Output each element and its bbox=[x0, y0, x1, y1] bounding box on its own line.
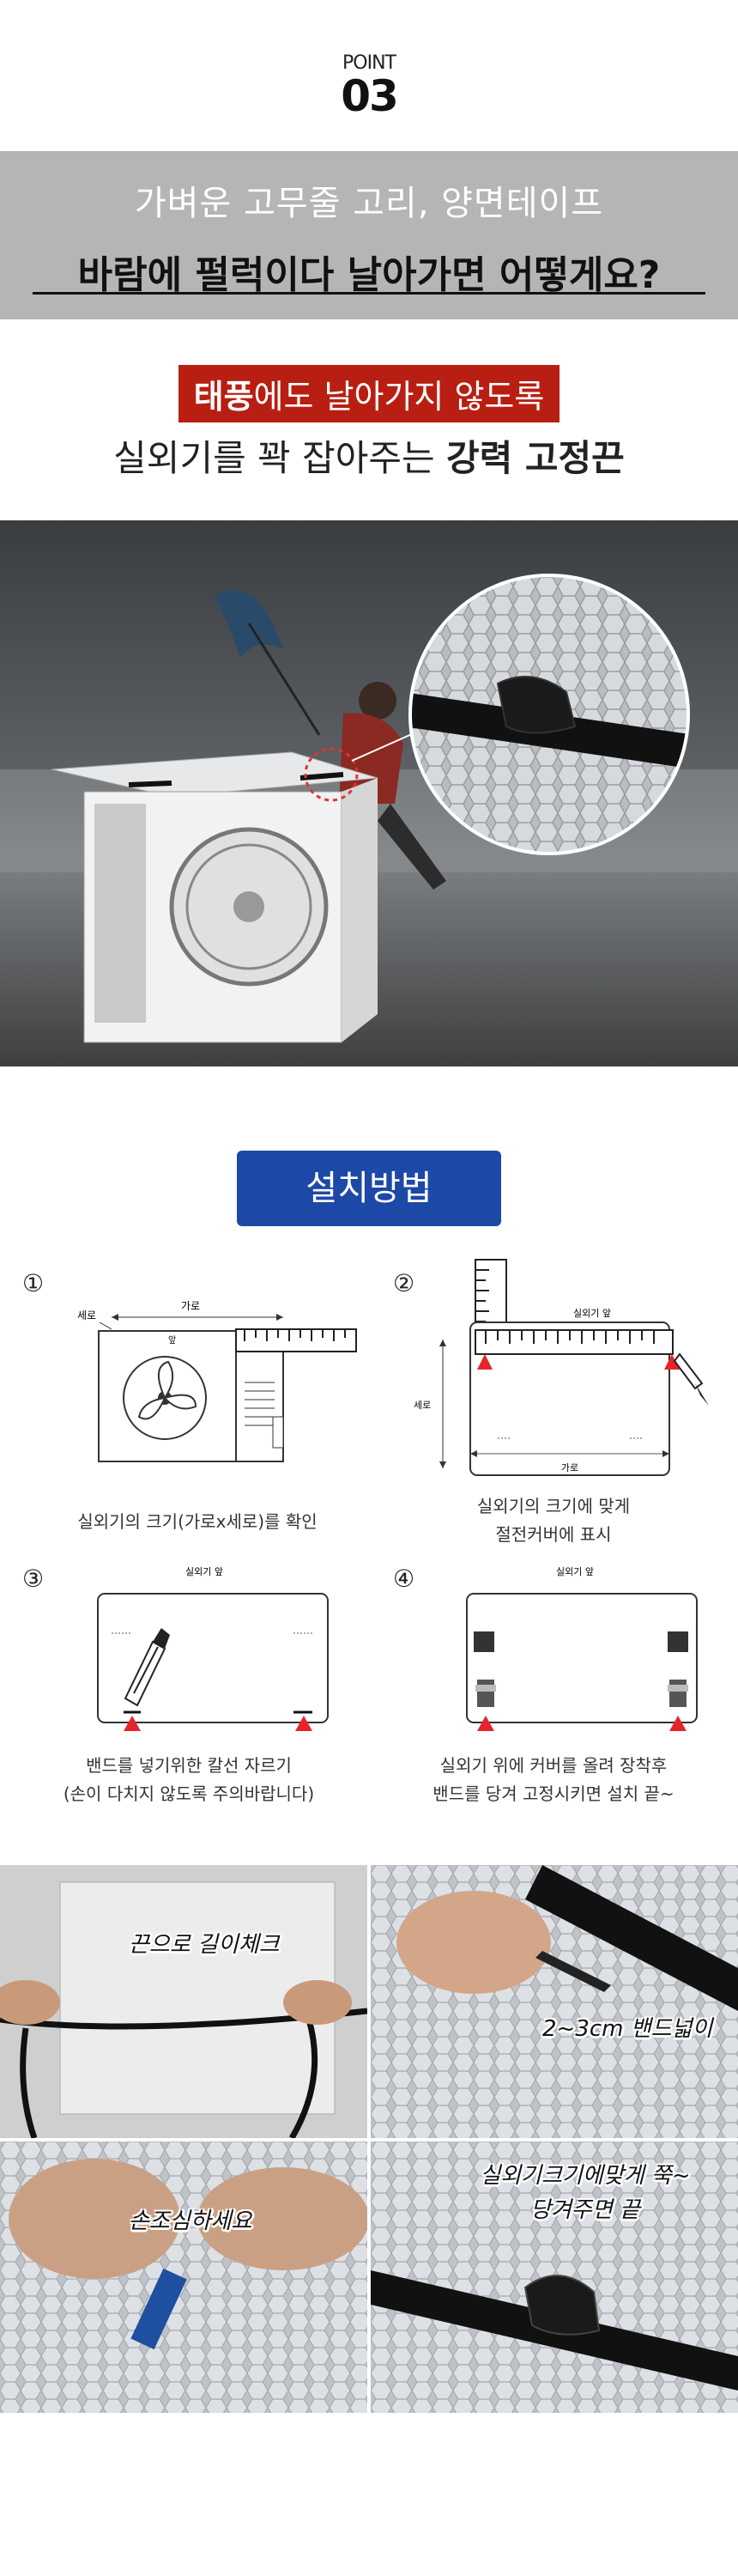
subtitle-normal: 실외기를 꽉 잡아주는 bbox=[113, 437, 446, 479]
step1-width-label: 가로 bbox=[181, 1300, 200, 1312]
step4-caption-line2: 밴드를 당겨 고정시키면 설치 끝~ bbox=[433, 1783, 674, 1804]
step2-caption-line2: 절전커버에 표시 bbox=[495, 1524, 612, 1545]
step3-diagram: 실외기 앞 bbox=[97, 1566, 329, 1731]
photo-caption-3: 손조심하세요 bbox=[129, 2208, 252, 2234]
subtitle-bold: 강력 고정끈 bbox=[445, 437, 625, 479]
headline-line2: 바람에 펄럭이다 날아가면 어떻게요? bbox=[77, 253, 661, 297]
photo-caption-2: 2~3cm 밴드넓이 bbox=[542, 2016, 713, 2042]
photo-tile-2: 2~3cm 밴드넓이 bbox=[371, 1865, 738, 2138]
red-tag-row: 태풍에도 날아가지 않도록 bbox=[0, 365, 738, 422]
step3-number: ③ bbox=[22, 1564, 45, 1593]
photo-tile-1: 끈으로 길이체크 bbox=[0, 1865, 367, 2138]
step4-number: ④ bbox=[393, 1564, 415, 1593]
zoom-detail-circle bbox=[408, 574, 690, 855]
installation-photo-grid: 끈으로 길이체크 2~3cm 밴드넓이 손조심하세요 bbox=[0, 1865, 738, 2413]
red-tag-rest: 에도 날아가지 않도록 bbox=[253, 378, 545, 416]
step2-height-label: 세로 bbox=[414, 1400, 431, 1411]
subtitle: 실외기를 꽉 잡아주는 강력 고정끈 bbox=[0, 429, 738, 482]
red-tag: 태풍에도 날아가지 않도록 bbox=[178, 365, 560, 422]
step3-caption-line1: 밴드를 넣기위한 칼선 자르기 bbox=[86, 1755, 292, 1776]
red-tag-bold: 태풍 bbox=[193, 378, 254, 416]
step4-top-label: 실외기 앞 bbox=[556, 1566, 594, 1577]
install-method-badge: 설치방법 bbox=[237, 1151, 501, 1226]
step2-caption: 실외기의 크기에 맞게 절전커버에 표시 bbox=[390, 1492, 717, 1549]
step4-caption-line1: 실외기 위에 커버를 올려 장착후 bbox=[439, 1755, 668, 1776]
step4-diagram: 실외기 앞 bbox=[466, 1566, 698, 1731]
photo-caption-1: 끈으로 길이체크 bbox=[129, 1932, 280, 1958]
headline-underline bbox=[33, 292, 705, 295]
step3-caption: 밴드를 넣기위한 칼선 자르기 (손이 다치지 않도록 주의바랍니다) bbox=[26, 1752, 352, 1808]
headline-line1: 가벼운 고무줄 고리, 양면테이프 bbox=[134, 184, 604, 223]
headline-band: 가벼운 고무줄 고리, 양면테이프 바람에 펄럭이다 날아가면 어떻게요? bbox=[0, 151, 738, 319]
point-label: POINT bbox=[342, 52, 396, 74]
step1-height-label: 세로 bbox=[77, 1309, 96, 1321]
point-header: POINT 03 bbox=[0, 52, 738, 121]
photo-tile-4: 실외기크기에맞게 쭉~ 당겨주면 끝 bbox=[371, 2142, 738, 2413]
point-number: 03 bbox=[341, 71, 399, 121]
step3-caption-line2: (손이 다치지 않도록 주의바랍니다) bbox=[63, 1783, 315, 1804]
step1-number: ① bbox=[22, 1269, 45, 1297]
umbrella-icon bbox=[215, 590, 321, 736]
step1-caption: 실외기의 크기(가로x세로)를 확인 bbox=[34, 1508, 360, 1536]
step1-front-label: 앞 bbox=[168, 1335, 176, 1346]
hero-photo bbox=[0, 520, 738, 1066]
step3-top-label: 실외기 앞 bbox=[185, 1566, 223, 1577]
step4-caption: 실외기 위에 커버를 올려 장착후 밴드를 당겨 고정시키면 설치 끝~ bbox=[390, 1752, 717, 1808]
step1-caption-line1: 실외기의 크기(가로x세로)를 확인 bbox=[77, 1511, 318, 1532]
cutter-knife-icon bbox=[124, 1628, 170, 1707]
step2-caption-line1: 실외기의 크기에 맞게 bbox=[476, 1496, 631, 1516]
step2-width-label: 가로 bbox=[561, 1462, 578, 1473]
step1-diagram: 가로 세로 앞 bbox=[77, 1300, 357, 1462]
step2-number: ② bbox=[393, 1269, 415, 1297]
step2-top-label: 실외기 앞 bbox=[573, 1308, 611, 1319]
step2-diagram: 실외기 앞 세로 가로 bbox=[414, 1259, 709, 1476]
photo-caption-4: 실외기크기에맞게 쭉~ 당겨주면 끝 bbox=[480, 2163, 691, 2223]
ac-unit-illustration bbox=[51, 751, 378, 1043]
photo-tile-3: 손조심하세요 bbox=[0, 2142, 367, 2413]
